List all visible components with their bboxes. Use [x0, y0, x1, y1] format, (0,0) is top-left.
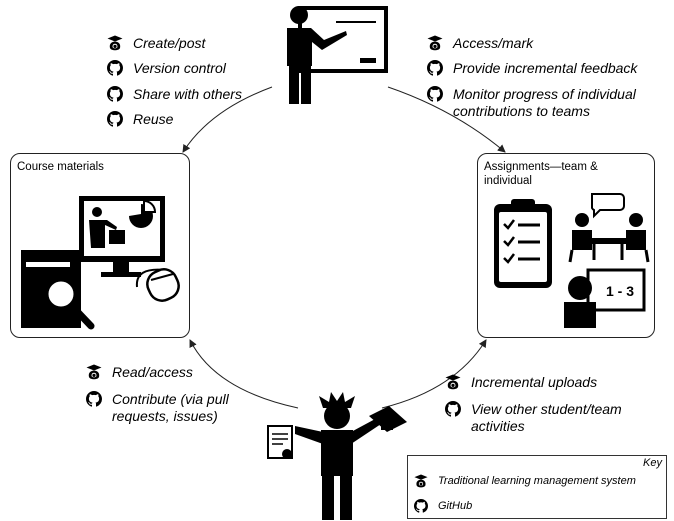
teacher-to-course-arrow [182, 86, 273, 153]
item-text: Share with others [133, 86, 242, 102]
github-icon [427, 60, 443, 76]
key-item-text: GitHub [438, 500, 473, 512]
key-item: GitHub [414, 499, 664, 513]
item-text: Access/mark [453, 35, 534, 51]
key-title: Key [643, 457, 662, 469]
list-item: Monitor progress of individual contribut… [427, 86, 672, 120]
github-icon [107, 111, 123, 127]
github-icon [445, 401, 461, 417]
github-icon [86, 391, 102, 407]
assignments-box: Assignments—team & individual 1 - 3 [477, 153, 655, 338]
course-materials-box: Course materials [10, 153, 190, 338]
student-illustration [267, 392, 407, 520]
github-icon [107, 86, 123, 102]
assignments-illustration: 1 - 3 [494, 193, 650, 328]
github-icon [107, 60, 123, 76]
item-text: Version control [133, 60, 226, 76]
github-icon [414, 499, 428, 513]
list-item: Contribute (via pull requests, issues) [86, 391, 286, 425]
key-item-text: Traditional learning management system [438, 475, 636, 487]
item-text: Provide incremental feedback [453, 60, 638, 76]
list-item: View other student/team activities [445, 401, 655, 435]
list-item: Incremental uploads [445, 374, 655, 391]
list-item: Read/access [86, 364, 286, 381]
list-item: Provide incremental feedback [427, 60, 672, 77]
teacher-illustration [287, 6, 388, 104]
teacher-to-assign-arrow [387, 86, 506, 153]
key-legend: Key Traditional learning management syst… [407, 455, 667, 519]
course-materials-title: Course materials [17, 161, 104, 173]
lms-icon [414, 474, 428, 488]
item-text: Incremental uploads [471, 374, 598, 390]
assign-badge: 1 - 3 [606, 283, 634, 299]
item-text: Create/post [133, 35, 206, 51]
student-to-assign-arrow [381, 339, 487, 409]
assignments-title: Assignments—team & individual [484, 161, 598, 187]
list-item: Create/post [107, 35, 282, 52]
course-materials-illustration [21, 196, 180, 330]
key-item: Traditional learning management system [414, 474, 664, 488]
list-item: Reuse [107, 111, 282, 128]
lms-icon [107, 35, 123, 51]
list-item: Access/mark [427, 35, 672, 52]
item-text: View other student/team activities [471, 401, 622, 434]
item-text: Reuse [133, 111, 174, 127]
lms-icon [86, 364, 102, 380]
item-text: Read/access [112, 364, 193, 380]
item-text: Contribute (via pull requests, issues) [112, 391, 229, 424]
lms-icon [427, 35, 443, 51]
github-icon [427, 86, 443, 102]
item-text: Monitor progress of individual contribut… [453, 86, 636, 119]
lms-icon [445, 374, 461, 390]
list-item: Share with others [107, 86, 282, 103]
student-to-course-arrow [189, 339, 299, 409]
list-item: Version control [107, 60, 282, 77]
